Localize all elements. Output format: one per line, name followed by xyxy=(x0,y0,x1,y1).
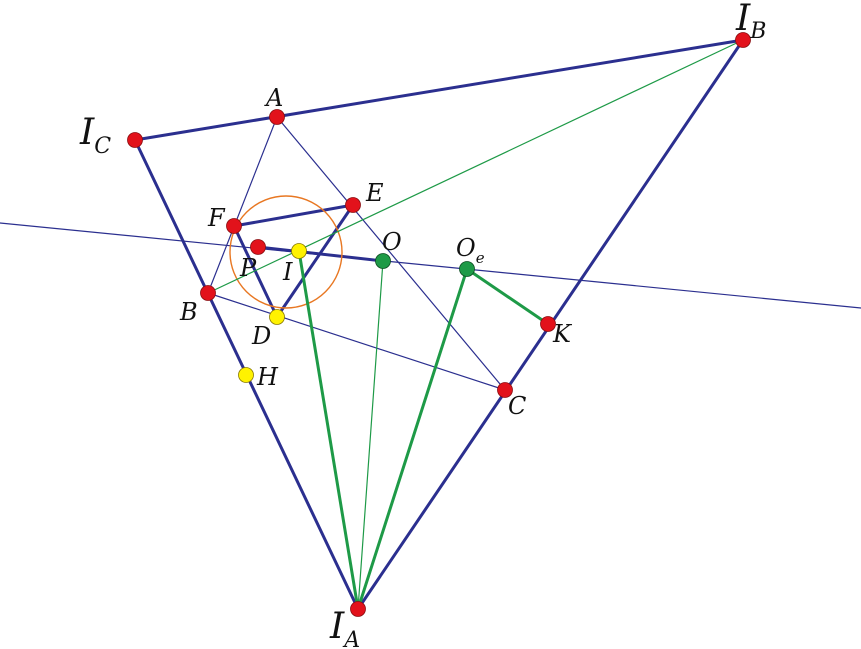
label-K: K xyxy=(552,320,573,348)
long-line-through-P-O-Oe xyxy=(0,222,861,309)
point-P xyxy=(250,239,266,255)
point-Oe xyxy=(459,261,475,277)
point-F xyxy=(226,218,242,234)
thin-navy-lines xyxy=(0,116,861,391)
line-E-D xyxy=(275,203,355,319)
point-K xyxy=(540,316,556,332)
label-E: E xyxy=(365,179,384,207)
label-IA: IA xyxy=(329,606,360,649)
line-IC-IB xyxy=(133,38,745,142)
line-Oe-IA xyxy=(356,267,469,611)
label-C: C xyxy=(508,392,526,420)
point-B xyxy=(200,285,216,301)
points xyxy=(127,32,751,617)
line-P-O xyxy=(256,245,385,263)
label-IB: IB xyxy=(735,0,766,44)
label-D: D xyxy=(251,322,271,350)
green-points xyxy=(375,253,475,277)
point-H xyxy=(238,367,254,383)
thin-green-lines xyxy=(207,39,744,610)
point-IB xyxy=(735,32,751,48)
label-F: F xyxy=(207,204,226,232)
line-I-IA xyxy=(297,249,360,611)
yellow-points xyxy=(238,243,307,383)
point-O xyxy=(375,253,391,269)
label-I: I xyxy=(282,258,293,286)
label-P: P xyxy=(239,254,257,282)
thick-navy-lines xyxy=(133,38,745,611)
line-AC xyxy=(276,116,506,391)
label-B: B xyxy=(179,298,198,326)
label-Oe: Oe xyxy=(456,234,485,267)
point-I xyxy=(291,243,307,259)
label-IC: IC xyxy=(79,112,111,159)
incircle xyxy=(229,195,343,309)
line-AB xyxy=(207,116,278,294)
label-O: O xyxy=(382,228,402,256)
label-H: H xyxy=(256,363,279,391)
label-A: A xyxy=(264,84,283,112)
point-C xyxy=(497,382,513,398)
point-D xyxy=(269,309,285,325)
point-IC xyxy=(127,132,143,148)
point-A xyxy=(269,109,285,125)
line-O-IA xyxy=(357,260,384,610)
line-F-E xyxy=(232,203,355,228)
point-E xyxy=(345,197,361,213)
line-F-D xyxy=(232,224,279,319)
point-IA xyxy=(350,601,366,617)
line-Oe-K xyxy=(465,267,550,326)
line-BC xyxy=(207,292,506,391)
thick-green-lines xyxy=(297,249,550,611)
point-labels: A B C D E F H I O P K Oe IA IB IC xyxy=(79,0,766,649)
